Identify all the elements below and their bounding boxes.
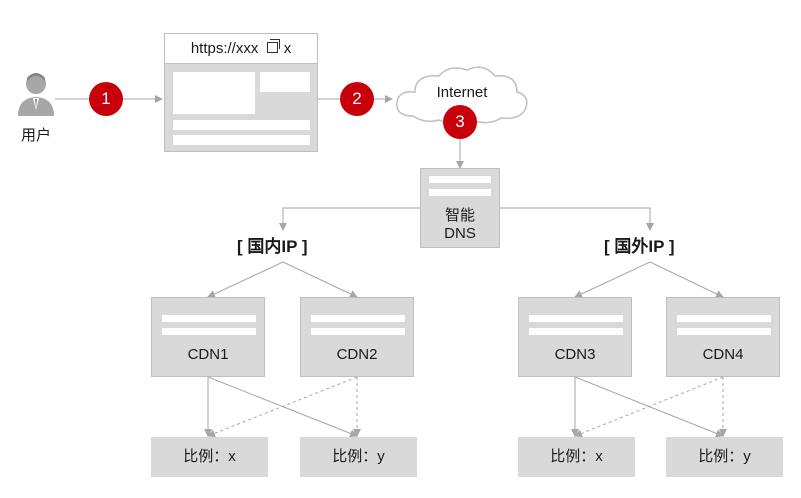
cdn2-stripe-1	[311, 315, 405, 322]
window-restore-icon	[266, 39, 280, 53]
internet-label: Internet	[436, 84, 488, 101]
cdn2-stripe-2	[311, 328, 405, 335]
browser-window: https://xxx x	[164, 33, 318, 152]
group-title-foreign: [ 国外IP ]	[604, 237, 675, 256]
smart-dns-box: 智能 DNS	[420, 168, 500, 248]
ratio-box-2: 比例：y	[300, 437, 417, 477]
group-title-domestic: [ 国内IP ]	[237, 237, 308, 256]
cdn2-label: CDN2	[336, 346, 378, 363]
dns-stripe-1	[429, 176, 491, 183]
arrow-cdn4-to-ratio-x	[574, 376, 724, 438]
arrow-cdn2-to-ratio-x	[207, 376, 358, 438]
user: 用户	[14, 72, 58, 152]
user-avatar-icon	[18, 73, 54, 116]
browser-line-2	[173, 135, 310, 145]
cdn4-label: CDN4	[702, 346, 744, 363]
arrow-foreign-to-cdn3	[574, 261, 651, 298]
internet-cloud: Internet	[391, 62, 533, 128]
cdn4-stripe-1	[677, 315, 771, 322]
browser-side-block	[260, 72, 310, 92]
step-badge-1: 1	[89, 82, 123, 116]
ratio-box-4: 比例：y	[666, 437, 783, 477]
user-label: 用户	[20, 127, 51, 144]
cdn-box-4: CDN4	[666, 297, 780, 377]
cdn4-stripe-2	[677, 328, 771, 335]
dns-stripe-2	[429, 189, 491, 196]
cdn1-stripe-2	[162, 328, 256, 335]
step-badge-3: 3	[443, 105, 477, 139]
ratio-box-3: 比例：x	[518, 437, 635, 477]
browser-line-1	[173, 120, 310, 130]
browser-content-block	[173, 72, 255, 114]
branch-dns-to-domestic	[279, 207, 420, 231]
cdn-box-1: CDN1	[151, 297, 265, 377]
cdn3-label: CDN3	[554, 346, 596, 363]
browser-address-bar: https://xxx x	[165, 34, 317, 64]
browser-close: x	[283, 40, 292, 57]
arrow-domestic-to-cdn1	[207, 261, 284, 298]
step-badge-2: 2	[340, 82, 374, 116]
ratio-box-1: 比例：x	[151, 437, 268, 477]
cdn3-stripe-1	[529, 315, 623, 322]
arrow-foreign-to-cdn4	[649, 261, 724, 298]
cdn1-stripe-1	[162, 315, 256, 322]
branch-dns-to-foreign	[500, 207, 654, 231]
cdn-box-3: CDN3	[518, 297, 632, 377]
cdn1-label: CDN1	[187, 346, 229, 363]
cdn-box-2: CDN2	[300, 297, 414, 377]
dns-label-line2: DNS	[444, 225, 476, 242]
cdn3-stripe-2	[529, 328, 623, 335]
arrow-domestic-to-cdn2	[282, 261, 358, 298]
dns-label-line1: 智能	[444, 207, 475, 224]
browser-url: https://xxx	[190, 40, 259, 57]
